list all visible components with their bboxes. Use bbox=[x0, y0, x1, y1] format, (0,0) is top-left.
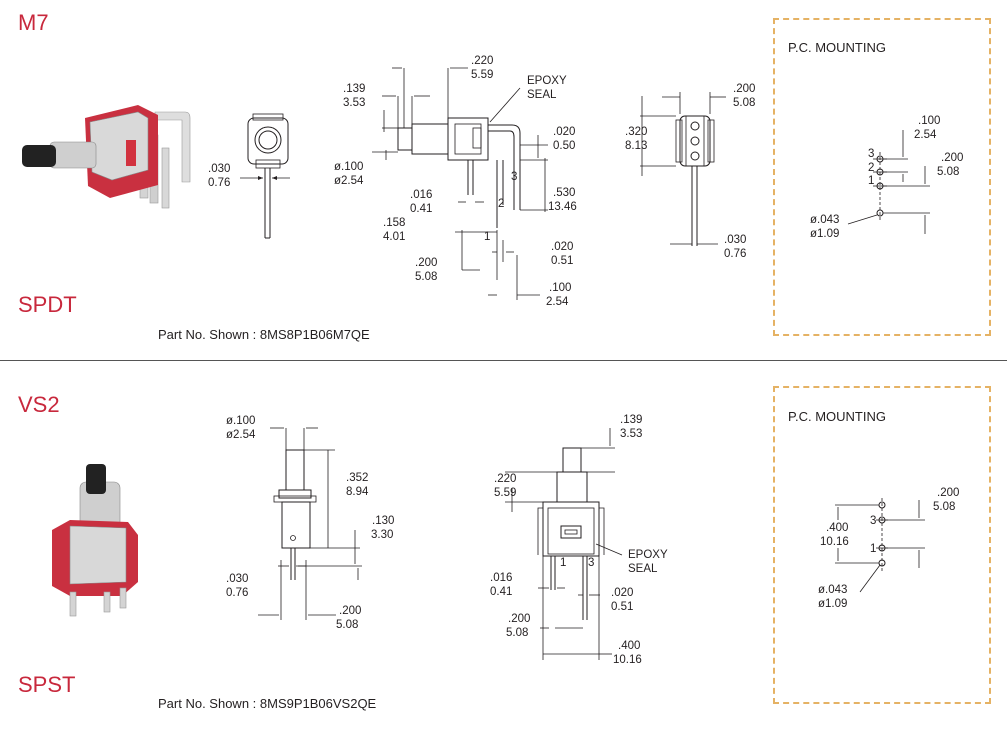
m7-dim-pin-thick-in: .016 bbox=[410, 189, 432, 201]
m7-pcb-pin-2: 2 bbox=[868, 162, 874, 174]
vs2-dim-pcb-spacing-mm: 5.08 bbox=[933, 501, 955, 513]
part-number-vs2: Part No. Shown : 8MS9P1B06VS2QE bbox=[158, 696, 377, 711]
m7-dim-plunger-dia-in: ø.100 bbox=[334, 161, 363, 173]
m7-dim-pin-pitch-in: .100 bbox=[549, 282, 571, 294]
vs2-dim-body-ext-in: .130 bbox=[372, 515, 394, 527]
vs2-dim-overall-in: .400 bbox=[618, 640, 640, 652]
pc-mounting-box-vs2 bbox=[773, 386, 991, 704]
switch-type-spdt: SPDT bbox=[18, 292, 77, 317]
pc-mounting-box-m7 bbox=[773, 18, 991, 336]
m7-dim-rear-width-mm: 5.08 bbox=[733, 97, 755, 109]
vs2-dim-side-spacing-in: .200 bbox=[339, 605, 361, 617]
m7-side-view bbox=[372, 67, 548, 300]
series-title-m7: M7 bbox=[18, 10, 49, 35]
vs2-side-view bbox=[258, 427, 362, 620]
vs2-pin-1-label: 1 bbox=[560, 557, 566, 569]
vs2-product-photo bbox=[52, 464, 138, 617]
vs2-dim-pin-width-mm: 0.76 bbox=[226, 587, 248, 599]
m7-pcb-pin-1: 1 bbox=[868, 175, 874, 187]
m7-pin-2-label: 2 bbox=[498, 198, 504, 210]
vs2-pcb-pattern bbox=[835, 498, 925, 593]
m7-dim-rear-width-in: .200 bbox=[733, 83, 755, 95]
m7-dim-side-gap-mm: 0.50 bbox=[553, 140, 575, 152]
m7-rear-view bbox=[640, 92, 726, 246]
vs2-dim-plunger-dia-mm: ø2.54 bbox=[226, 429, 256, 441]
vs2-dim-body-ext-mm: 3.30 bbox=[371, 529, 393, 541]
m7-dim-plunger-height-in: .158 bbox=[383, 217, 405, 229]
vs2-dim-pin-thick-in: .016 bbox=[490, 572, 512, 584]
vs2-dim-pcb-total-in: .400 bbox=[826, 522, 848, 534]
vs2-dim-plunger-ext-mm: 8.94 bbox=[346, 486, 369, 498]
vs2-dim-body-width-mm: 5.59 bbox=[494, 487, 516, 499]
vs2-dim-pcb-hole-mm: ø1.09 bbox=[818, 598, 847, 610]
vs2-dim-pcb-spacing-in: .200 bbox=[937, 487, 959, 499]
m7-dim-pcb-spacing-in: .200 bbox=[941, 152, 963, 164]
m7-dim-side-gap-in: .020 bbox=[553, 126, 575, 138]
m7-dim-pcb-pitch-mm: 2.54 bbox=[914, 129, 937, 141]
m7-dim-body-width-mm: 5.59 bbox=[471, 69, 493, 81]
m7-dim-pin-spacing-mm: 5.08 bbox=[415, 271, 437, 283]
vs2-dim-body-width-in: .220 bbox=[494, 473, 516, 485]
m7-dim-body-width-in: .220 bbox=[471, 55, 493, 67]
m7-dim-pin-spacing-in: .200 bbox=[415, 257, 437, 269]
pc-mounting-title-m7: P.C. MOUNTING bbox=[788, 40, 886, 55]
vs2-front-view bbox=[505, 428, 623, 660]
vs2-pcb-pin-3: 3 bbox=[870, 515, 876, 527]
switch-type-spst: SPST bbox=[18, 672, 76, 697]
vs2-epoxy-label-1: EPOXY bbox=[628, 549, 668, 561]
m7-dim-pin-width-in: .030 bbox=[208, 163, 230, 175]
vs2-dim-top-ext-in: .139 bbox=[620, 414, 642, 426]
m7-product-photo bbox=[22, 105, 191, 209]
vs2-pin-3-label: 3 bbox=[588, 557, 594, 569]
vs2-dim-pin-gap-mm: 0.51 bbox=[611, 601, 633, 613]
m7-dim-pcb-hole-in: ø.043 bbox=[810, 214, 839, 226]
vs2-dim-overall-mm: 10.16 bbox=[613, 654, 642, 666]
m7-dim-plunger-ext-mm: 3.53 bbox=[343, 97, 365, 109]
m7-pcb-pattern bbox=[847, 130, 930, 234]
vs2-epoxy-label-2: SEAL bbox=[628, 563, 658, 575]
m7-dim-pin-thick-mm: 0.41 bbox=[410, 203, 432, 215]
m7-front-view bbox=[240, 113, 290, 239]
vs2-dim-pcb-total-mm: 10.16 bbox=[820, 536, 849, 548]
vs2-dim-pin-width-in: .030 bbox=[226, 573, 248, 585]
m7-dim-pin-width-mm: 0.76 bbox=[208, 177, 230, 189]
m7-pcb-pin-3: 3 bbox=[868, 148, 874, 160]
m7-dim-rear-height-in: .320 bbox=[625, 126, 647, 138]
pc-mounting-title-vs2: P.C. MOUNTING bbox=[788, 409, 886, 424]
vs2-dim-plunger-dia-in: ø.100 bbox=[226, 415, 255, 427]
vs2-dim-pin-spacing-in: .200 bbox=[508, 613, 530, 625]
m7-dim-rear-height-mm: 8.13 bbox=[625, 140, 647, 152]
m7-pin-3-label: 3 bbox=[511, 171, 517, 183]
m7-dim-rear-pin-mm: 0.76 bbox=[724, 248, 746, 260]
vs2-dim-top-ext-mm: 3.53 bbox=[620, 428, 642, 440]
m7-pin-1-label: 1 bbox=[484, 231, 490, 243]
m7-dim-pin-pitch-mm: 2.54 bbox=[546, 296, 569, 308]
vs2-dim-pcb-hole-in: ø.043 bbox=[818, 584, 847, 596]
m7-dim-pcb-hole-mm: ø1.09 bbox=[810, 228, 839, 240]
vs2-pcb-pin-1: 1 bbox=[870, 543, 876, 555]
m7-dim-lead-len-in: .530 bbox=[553, 187, 575, 199]
series-title-vs2: VS2 bbox=[18, 392, 60, 417]
m7-epoxy-label-2: SEAL bbox=[527, 89, 557, 101]
m7-dim-pcb-spacing-mm: 5.08 bbox=[937, 166, 959, 178]
m7-dim-plunger-height-mm: 4.01 bbox=[383, 231, 405, 243]
section-divider bbox=[0, 360, 1007, 361]
vs2-dim-pin-gap-in: .020 bbox=[611, 587, 633, 599]
vs2-dim-pin-spacing-mm: 5.08 bbox=[506, 627, 528, 639]
m7-dim-pin-gap-mm: 0.51 bbox=[551, 255, 573, 267]
m7-dim-pcb-pitch-in: .100 bbox=[918, 115, 940, 127]
m7-dim-plunger-dia-mm: ø2.54 bbox=[334, 175, 364, 187]
m7-epoxy-label-1: EPOXY bbox=[527, 75, 567, 87]
vs2-dim-side-spacing-mm: 5.08 bbox=[336, 619, 358, 631]
m7-dim-lead-len-mm: 13.46 bbox=[548, 201, 577, 213]
m7-dim-pin-gap-in: .020 bbox=[551, 241, 573, 253]
part-number-m7: Part No. Shown : 8MS8P1B06M7QE bbox=[158, 327, 370, 342]
m7-dim-plunger-ext-in: .139 bbox=[343, 83, 365, 95]
m7-dim-rear-pin-in: .030 bbox=[724, 234, 746, 246]
vs2-dim-plunger-ext-in: .352 bbox=[346, 472, 368, 484]
vs2-dim-pin-thick-mm: 0.41 bbox=[490, 586, 512, 598]
